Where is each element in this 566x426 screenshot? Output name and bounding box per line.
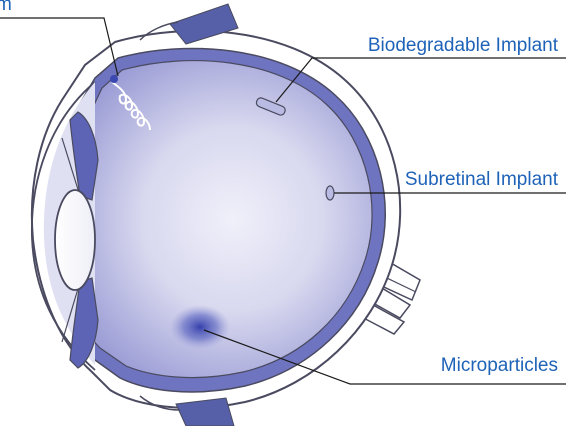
label-top-left: m (0, 0, 12, 14)
label-subretinal-implant: Subretinal Implant (405, 170, 558, 189)
lens (55, 190, 95, 290)
coil-anchor (110, 75, 118, 83)
microparticles-spot (170, 305, 230, 349)
subretinal-implant-shape (326, 186, 334, 200)
label-microparticles: Microparticles (441, 356, 558, 375)
label-biodegradable-implant: Biodegradable Implant (368, 36, 558, 55)
